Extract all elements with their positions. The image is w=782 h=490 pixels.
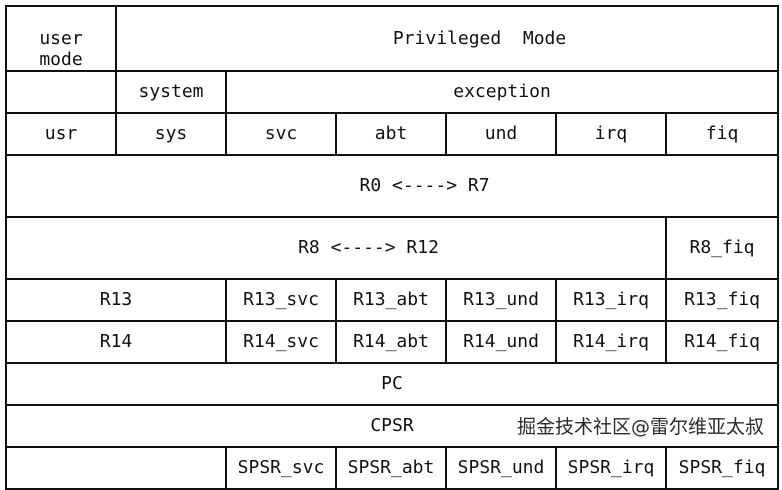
spsr-abt-cell: SPSR_abt	[335, 446, 447, 490]
r14-fiq-cell: R14_fiq	[664, 320, 780, 364]
user-mode-header: user mode	[5, 5, 117, 72]
system-label: system	[138, 81, 204, 102]
r13-irq-cell: R13_irq	[555, 278, 667, 322]
r14-svc-cell: R14_svc	[225, 320, 337, 364]
mode-fiq: fiq	[664, 112, 780, 156]
r0-r7-cell: R0 <----> R7	[4, 154, 780, 218]
r13-abt-cell: R13_abt	[335, 278, 447, 322]
user-mode-spacer	[5, 70, 117, 114]
r13-cell: R13	[5, 278, 227, 322]
arm-register-table: user mode Privileged Mode system excepti…	[4, 5, 780, 490]
spsr-und-cell: SPSR_und	[445, 446, 557, 490]
r0-r7-label: R0 <----> R7	[359, 175, 490, 196]
mode-irq: irq	[555, 112, 667, 156]
system-header: system	[115, 70, 227, 114]
r13-svc-cell: R13_svc	[225, 278, 337, 322]
exception-header: exception	[224, 70, 780, 114]
spsr-svc-cell: SPSR_svc	[225, 446, 337, 490]
r14-irq-cell: R14_irq	[555, 320, 667, 364]
r0-r7-row: R0 <----> R7	[4, 154, 780, 218]
privileged-mode-header: Privileged Mode	[114, 5, 780, 72]
mode-row: usr sys svc abt und irq fiq	[5, 112, 780, 156]
r14-cell: R14	[5, 320, 227, 364]
r14-abt-cell: R14_abt	[335, 320, 447, 364]
register-table-container: user mode Privileged Mode system excepti…	[4, 5, 780, 490]
spsr-irq-cell: SPSR_irq	[555, 446, 667, 490]
spsr-row: SPSR_svc SPSR_abt SPSR_und SPSR_irq SPSR…	[5, 446, 780, 490]
pc-cell: PC	[4, 362, 780, 406]
mode-svc: svc	[225, 112, 337, 156]
r8-r12-row: R8 <----> R12 R8_fiq	[5, 216, 780, 280]
r13-und-cell: R13_und	[445, 278, 557, 322]
watermark: 掘金技术社区@雷尔维亚太叔	[514, 412, 766, 439]
spsr-empty-cell	[5, 446, 227, 490]
r14-und-cell: R14_und	[445, 320, 557, 364]
spsr-fiq-cell: SPSR_fiq	[664, 446, 780, 490]
r8-r12-cell: R8 <----> R12	[5, 216, 667, 280]
mode-sys: sys	[115, 112, 227, 156]
r14-row: R14 R14_svc R14_abt R14_und R14_irq R14_…	[5, 320, 780, 364]
mode-und: und	[445, 112, 557, 156]
r13-fiq-cell: R13_fiq	[664, 278, 780, 322]
r13-row: R13 R13_svc R13_abt R13_und R13_irq R13_…	[5, 278, 780, 322]
mode-usr: usr	[5, 112, 117, 156]
r8-fiq-cell: R8_fiq	[664, 216, 780, 280]
privileged-mode-label: Privileged Mode	[392, 27, 567, 49]
mode-abt: abt	[335, 112, 447, 156]
user-mode-label: user mode	[39, 28, 83, 70]
exception-label: exception	[453, 81, 551, 102]
r8-r12-label: R8 <----> R12	[298, 237, 439, 258]
pc-row: PC	[4, 362, 780, 406]
